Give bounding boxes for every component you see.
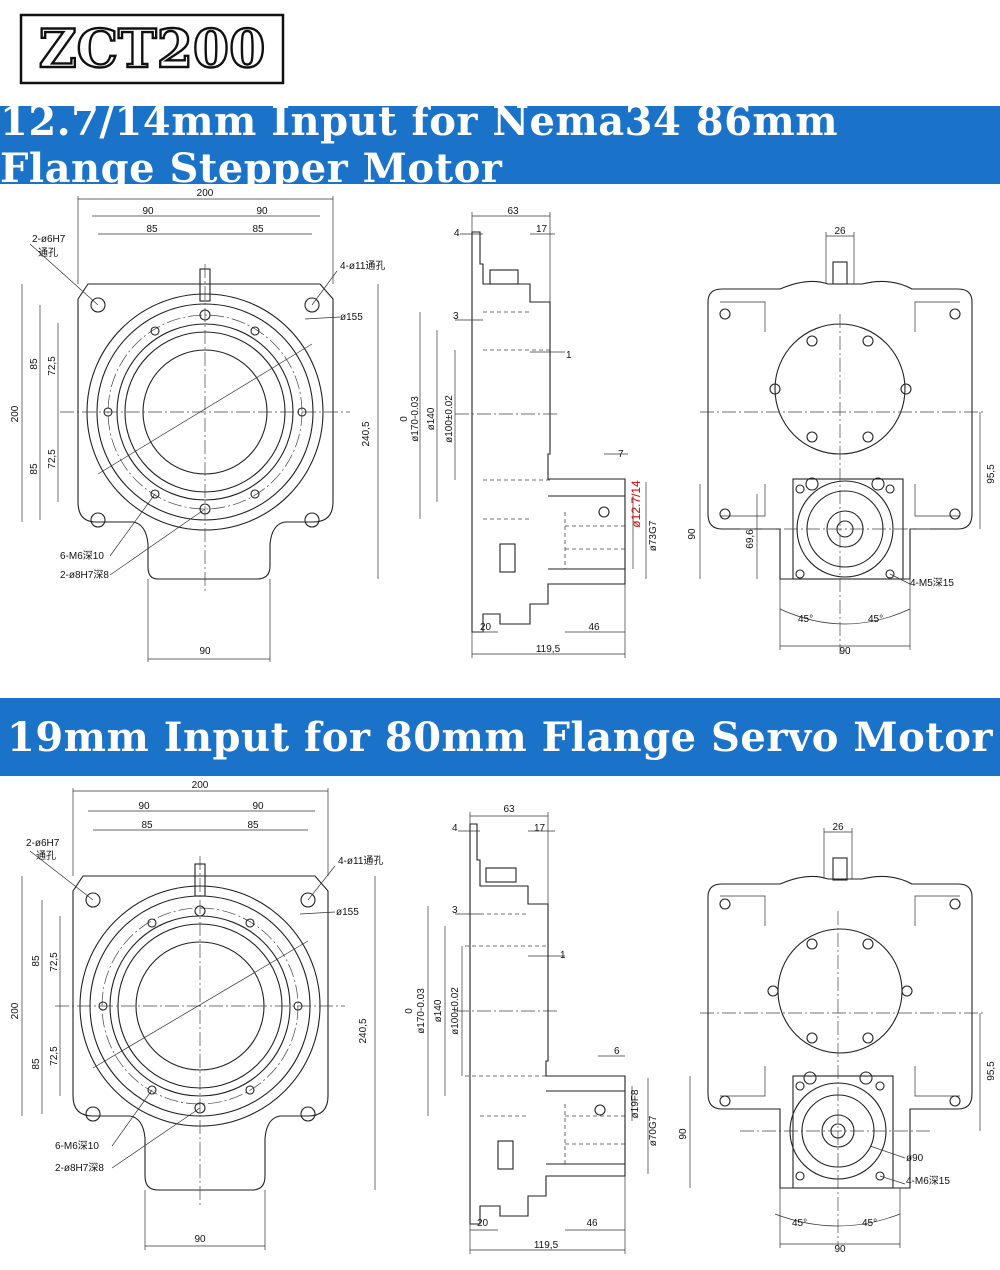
dim-front-inner-left: 85 <box>141 820 153 831</box>
front-view: 200 90 90 85 85 2-ø6H7 通孔 4-ø11通孔 ø155 2… <box>10 780 383 1250</box>
side-view: 63 4 17 3 1 0 ø170-0.03 ø140 ø100±0.02 6… <box>404 804 659 1254</box>
dim-front-inner-right: 85 <box>247 820 259 831</box>
label-rear-motor-holes: 4-M6深15 <box>906 1175 950 1187</box>
zct200-logo: ZCT200 <box>19 13 285 85</box>
dim-rear-angle-left: 45° <box>798 614 813 625</box>
dim-rear-height: 90 <box>678 1128 689 1140</box>
dim-side-flange-tol-top: 0 <box>404 1008 415 1014</box>
dim-rear-top-width: 26 <box>834 226 846 237</box>
label-pin-holes: 2-ø6H7 <box>26 838 60 849</box>
dim-side-total-length: 119,5 <box>536 644 561 655</box>
dim-side-right-step: 17 <box>536 224 548 235</box>
dim-rear-angle-left: 45° <box>792 1218 807 1229</box>
dim-rear-top-width: 26 <box>832 822 844 833</box>
dim-side-total-length: 119,5 <box>534 1240 559 1251</box>
dim-front-upper-inner: 72,5 <box>47 356 58 376</box>
dim-side-gap: 1 <box>560 950 566 961</box>
dim-front-half-left: 90 <box>142 206 154 217</box>
dim-side-shaft-dia: ø19F8 <box>630 1089 641 1118</box>
dim-rear-center-distance: 95,5 <box>986 464 997 484</box>
dim-front-width: 200 <box>197 188 214 199</box>
dim-side-motor-length: 46 <box>586 1218 598 1229</box>
label-mount-holes: 4-ø11通孔 <box>340 260 385 272</box>
label-pcd: ø155 <box>340 312 363 323</box>
dim-rear-offset: 69,6 <box>745 529 756 549</box>
banner-servo-motor: 19mm Input for 80mm Flange Servo Motor <box>0 698 1000 776</box>
drawing-servo-motor: 200 90 90 85 85 2-ø6H7 通孔 4-ø11通孔 ø155 2… <box>10 780 997 1255</box>
dim-front-upper-inner: 72,5 <box>49 952 60 972</box>
dim-front-total-height: 240,5 <box>358 1018 369 1043</box>
dim-front-upper: 85 <box>31 955 42 967</box>
label-dowel-holes: 2-ø8H7深8 <box>60 569 109 581</box>
dim-side-left-step: 4 <box>454 228 460 239</box>
dim-side-dia-100: ø100±0.02 <box>444 395 455 443</box>
dim-side-flange-tol-top: 0 <box>399 416 410 422</box>
label-rear-motor-pcd: ø90 <box>906 1153 924 1164</box>
dim-rear-angle-right: 45° <box>868 614 883 625</box>
dim-front-half-right: 90 <box>252 801 264 812</box>
label-tapped-holes: 6-M6深10 <box>55 1140 99 1152</box>
dim-side-input-step: 6 <box>614 1046 620 1057</box>
dim-rear-height: 90 <box>687 528 698 540</box>
dim-side-top-width: 63 <box>507 206 519 217</box>
banner-stepper-motor: 12.7/14mm Input for Nema34 86mm Flange S… <box>0 98 1000 192</box>
dim-side-gap: 1 <box>566 350 572 361</box>
dim-front-lower: 85 <box>31 1058 42 1070</box>
logo-text: ZCT200 <box>39 19 266 80</box>
dim-front-tab-width: 90 <box>199 646 211 657</box>
label-pcd: ø155 <box>336 907 359 918</box>
label-mount-holes: 4-ø11通孔 <box>338 855 383 867</box>
dim-side-step-3: 3 <box>453 311 459 322</box>
front-view: 200 90 90 85 85 2-ø6H7 通孔 4-ø11通孔 ø155 2… <box>10 188 385 662</box>
label-rear-motor-holes: 4-M5深15 <box>910 577 954 589</box>
dim-front-height: 200 <box>10 405 21 422</box>
dim-front-upper: 85 <box>29 358 40 370</box>
dim-front-half-left: 90 <box>138 801 150 812</box>
dim-side-dia-140: ø140 <box>433 999 444 1022</box>
dim-front-tab-width: 90 <box>194 1234 206 1245</box>
label-tapped-holes: 6-M6深10 <box>60 550 104 562</box>
dim-side-motor-length: 46 <box>588 622 600 633</box>
label-dowel-holes: 2-ø8H7深8 <box>55 1162 104 1174</box>
dim-rear-center-distance: 95,5 <box>986 1061 997 1081</box>
dim-side-top-width: 63 <box>503 804 515 815</box>
dim-front-lower-inner: 72,5 <box>49 1046 60 1066</box>
dim-rear-bottom-width: 90 <box>834 1244 846 1255</box>
dim-side-spigot: ø73G7 <box>648 520 659 551</box>
dim-side-right-step: 17 <box>534 823 546 834</box>
dim-side-base: 20 <box>480 622 492 633</box>
dim-side-shaft-dia: ø12.7/14 <box>629 480 643 528</box>
label-pin-holes: 2-ø6H7 <box>32 234 66 245</box>
dim-side-base: 20 <box>477 1218 489 1229</box>
dim-front-inner-right: 85 <box>252 224 264 235</box>
label-pin-note: 通孔 <box>38 247 58 259</box>
dim-front-total-height: 240,5 <box>361 421 372 446</box>
dim-side-spigot: ø70G7 <box>648 1115 659 1146</box>
dim-front-lower-inner: 72,5 <box>47 449 58 469</box>
dim-rear-angle-right: 45° <box>862 1218 877 1229</box>
dim-side-input-step: 7 <box>618 449 624 460</box>
dim-side-flange-dia: ø170-0.03 <box>416 988 427 1034</box>
dim-front-inner-left: 85 <box>146 224 158 235</box>
rear-view: 26 90 95,5 ø90 4-M6深15 45° 45° 90 <box>678 822 997 1255</box>
label-pin-note: 通孔 <box>36 850 56 862</box>
dim-side-dia-100: ø100±0.02 <box>450 987 461 1035</box>
dim-side-step-3: 3 <box>452 905 458 916</box>
dim-rear-bottom-width: 90 <box>839 646 851 657</box>
side-view: 63 4 17 3 1 0 ø170-0.03 ø140 ø100±0.02 7… <box>399 206 659 658</box>
dim-front-width: 200 <box>192 780 209 791</box>
dim-front-lower: 85 <box>29 463 40 475</box>
dim-side-flange-dia: ø170-0.03 <box>410 396 421 442</box>
dim-front-height: 200 <box>10 1002 21 1019</box>
dim-front-half-right: 90 <box>256 206 268 217</box>
dim-side-dia-140: ø140 <box>426 407 437 430</box>
drawing-stepper-motor: 200 90 90 85 85 2-ø6H7 通孔 4-ø11通孔 ø155 2… <box>10 188 997 662</box>
dim-side-left-step: 4 <box>452 823 458 834</box>
rear-view: 26 90 69,6 95,5 4-M5深15 45° 45° 90 <box>687 226 997 657</box>
